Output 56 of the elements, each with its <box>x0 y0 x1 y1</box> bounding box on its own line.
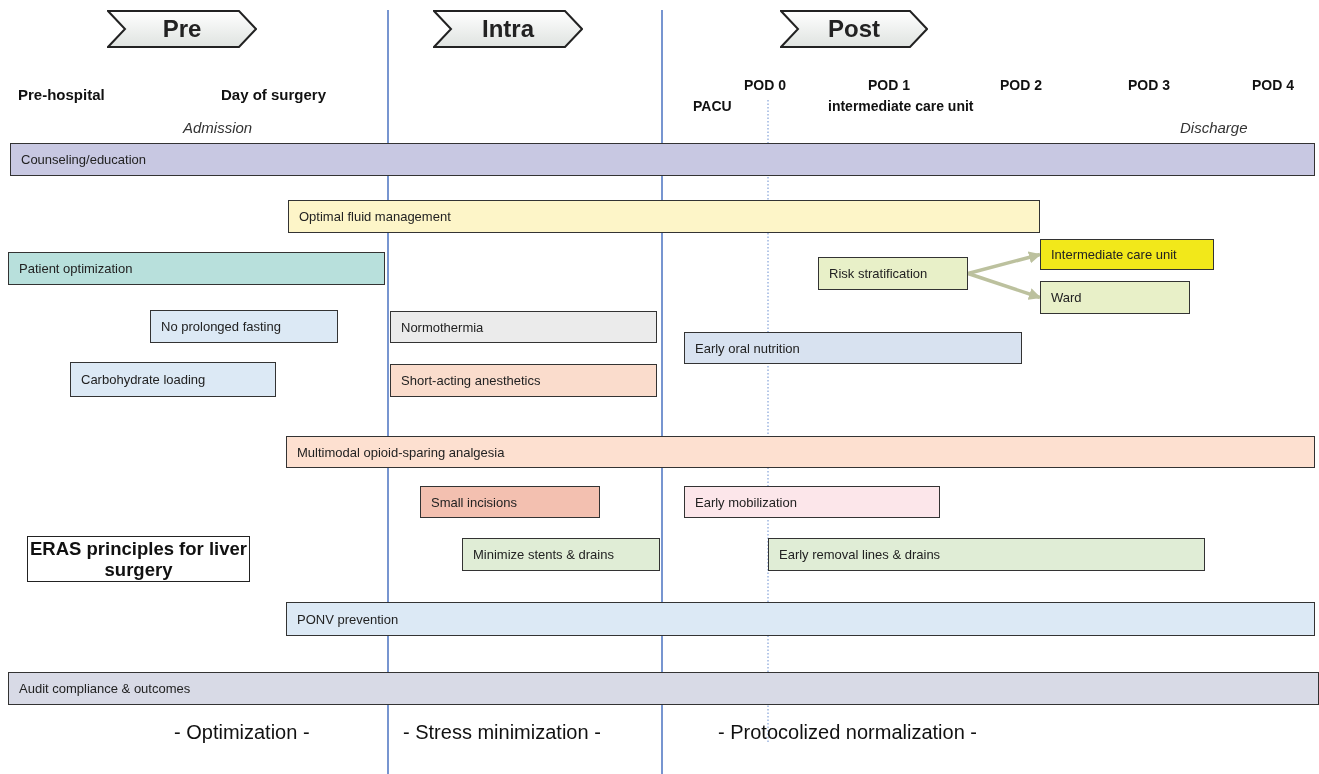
bar-label: Counseling/education <box>21 152 147 167</box>
day-label: POD 0 <box>744 77 786 93</box>
element-bar <box>10 143 1315 176</box>
bar-label: Audit compliance & outcomes <box>19 681 191 696</box>
element-bar <box>286 602 1315 636</box>
element-bar <box>8 252 385 285</box>
element-bar <box>288 200 1040 233</box>
arrow <box>967 271 1042 300</box>
arrow <box>967 251 1042 276</box>
element-bar <box>1040 281 1190 314</box>
location-label: intermediate care unit <box>828 98 974 114</box>
bar-label: Patient optimization <box>19 261 133 276</box>
element-bar <box>1040 239 1214 270</box>
phase-goal-label: - Protocolized normalization - <box>718 721 977 744</box>
element-bar <box>150 310 338 343</box>
day-label: POD 4 <box>1252 77 1294 93</box>
bar-label: Intermediate care unit <box>1051 247 1177 262</box>
bar-label: Optimal fluid management <box>299 209 451 224</box>
element-bar <box>390 364 657 397</box>
bar-label: PONV prevention <box>297 611 399 627</box>
bar-label: No prolonged fasting <box>161 319 281 334</box>
bar-label: Minimize stents & drains <box>473 547 614 562</box>
day-label: POD 2 <box>1000 77 1042 93</box>
element-bar <box>768 538 1205 571</box>
phase-name: Post <box>828 15 880 43</box>
phase-goal-label: - Stress minimization - <box>403 721 601 744</box>
bar-label: Ward <box>1051 290 1082 305</box>
element-bar <box>818 257 968 290</box>
phase-goal-label: - Optimization - <box>174 721 310 744</box>
element-bar <box>462 538 660 571</box>
bar-label: Normothermia <box>401 319 484 335</box>
phase-name: Pre <box>162 15 202 43</box>
event-label: Admission <box>183 119 253 136</box>
bar-label: Short-acting anesthetics <box>401 373 541 388</box>
element-bar <box>70 362 276 397</box>
time-label: Pre-hospital <box>18 86 105 103</box>
bar-label: Small incisions <box>431 494 517 510</box>
bar-label: Early oral nutrition <box>695 340 800 356</box>
bar-label: Risk stratification <box>829 266 928 281</box>
element-bar <box>684 332 1022 364</box>
principles-label: ERAS principles for liver surgery <box>29 537 248 581</box>
bar-label: Carbohydrate loading <box>81 372 206 387</box>
element-bar <box>8 672 1319 705</box>
phase-name: Intra <box>482 15 534 43</box>
element-bar <box>684 486 940 518</box>
bar-label: Early mobilization <box>695 494 797 510</box>
day-label: POD 1 <box>868 77 910 93</box>
location-label: PACU <box>693 98 732 114</box>
element-bar <box>390 311 657 343</box>
day-label: POD 3 <box>1128 77 1170 93</box>
bar-label: Early removal lines & drains <box>779 547 941 562</box>
event-label: Discharge <box>1180 119 1248 136</box>
element-bar <box>420 486 600 518</box>
bar-label: Multimodal opioid-sparing analgesia <box>297 444 505 460</box>
time-label: Day of surgery <box>221 86 327 103</box>
element-bar <box>286 436 1315 468</box>
